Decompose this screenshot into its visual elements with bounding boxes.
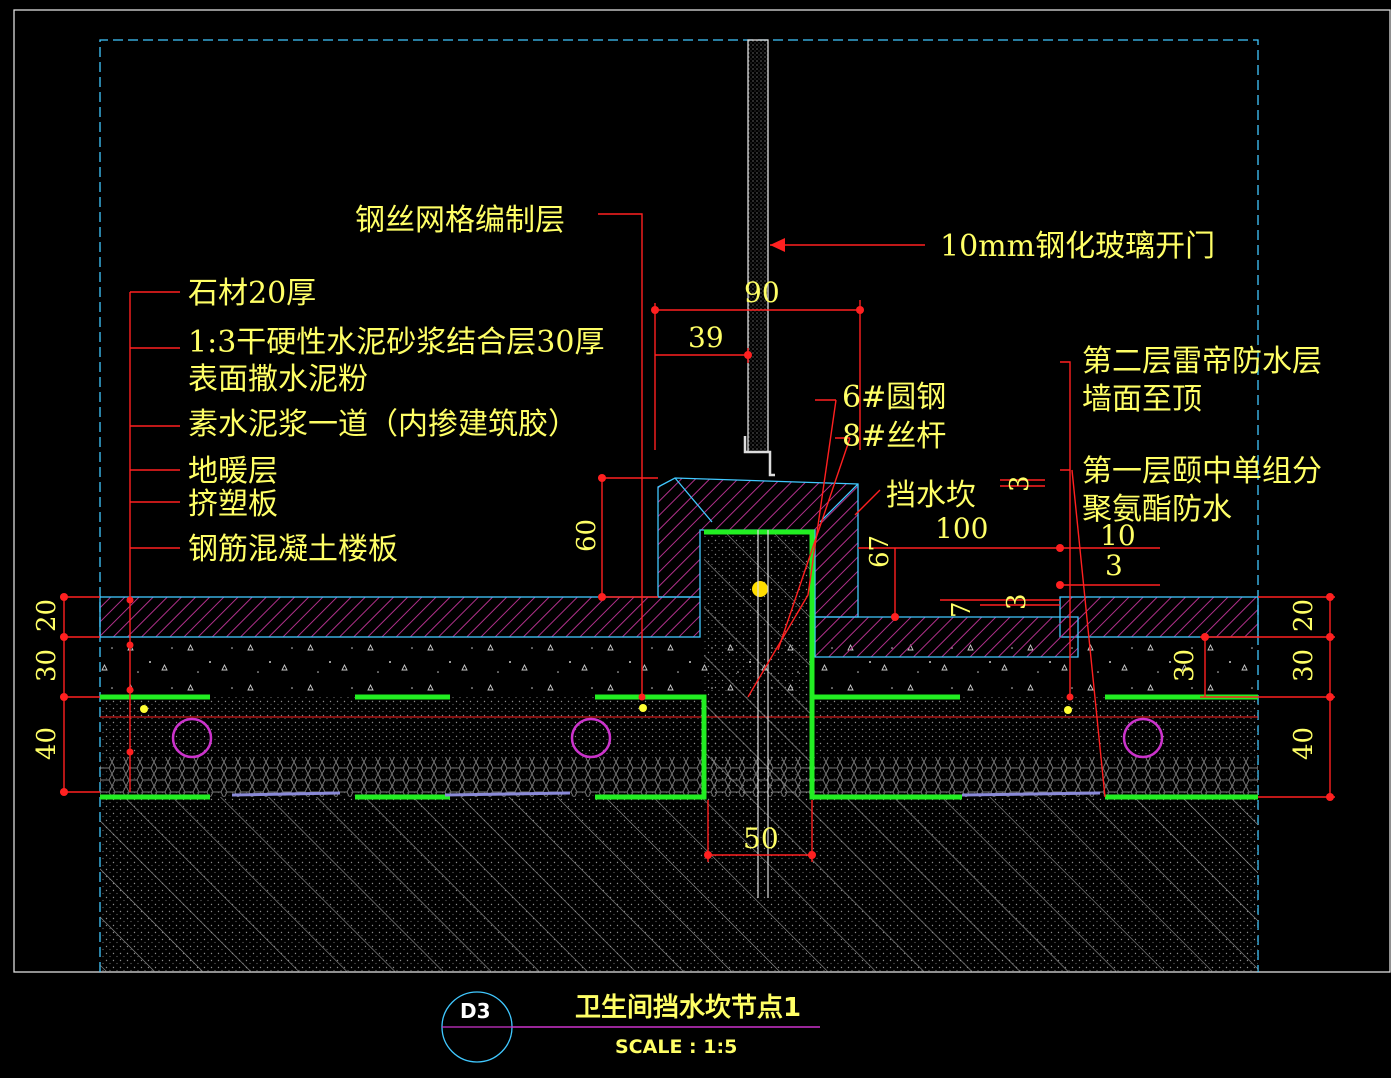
title-badge: D3 xyxy=(460,999,491,1023)
dim-right-40: 40 xyxy=(1289,727,1319,760)
label-stone: 石材20厚 xyxy=(188,276,316,311)
section-boundary xyxy=(99,39,1259,972)
drawing-scale: SCALE : 1:5 xyxy=(615,1036,737,1058)
dim-3b: 3 xyxy=(1005,475,1035,492)
callouts: 钢丝网格编制层 10mm钢化玻璃开门 石材20厚 1:3干硬性水泥砂浆结合层30… xyxy=(188,203,1322,567)
label-steel-mesh: 钢丝网格编制层 xyxy=(355,203,565,238)
dim-left-40: 40 xyxy=(32,727,62,760)
label-glass-door: 10mm钢化玻璃开门 xyxy=(940,229,1215,264)
dim-30-right: 30 xyxy=(1170,649,1200,682)
label-water-stop: 挡水坎 xyxy=(886,478,976,513)
label-cement-powder: 表面撒水泥粉 xyxy=(188,362,368,397)
label-waterproof-1-line2: 聚氨酯防水 xyxy=(1082,492,1232,527)
dim-60: 60 xyxy=(572,519,602,552)
label-waterproof-1-line1: 第一层颐中单组分 xyxy=(1082,454,1322,489)
dimension-text: 90 39 60 67 100 10 3 3 3 7 30 50 20 30 4… xyxy=(32,276,1319,855)
dim-10: 10 xyxy=(1100,519,1136,552)
title-block: D3 卫生间挡水坎节点1 SCALE : 1:5 xyxy=(441,991,820,1063)
glass-door xyxy=(743,39,775,477)
label-waterproof-2-line1: 第二层雷帝防水层 xyxy=(1082,344,1322,379)
leader-lines xyxy=(129,213,1106,798)
mortar-layer xyxy=(100,637,1258,697)
label-cement-slurry: 素水泥浆一道（内掺建筑胶） xyxy=(188,407,578,442)
label-waterproof-2-line2: 墙面至顶 xyxy=(1082,382,1202,417)
label-round-steel: 6#圆钢 xyxy=(842,380,946,415)
rc-slab xyxy=(100,797,1258,972)
drawing-title: 卫生间挡水坎节点1 xyxy=(575,992,801,1023)
dim-left-30: 30 xyxy=(32,649,62,682)
label-rc-slab: 钢筋混凝土楼板 xyxy=(188,532,398,567)
dim-7: 7 xyxy=(947,601,977,618)
dim-67: 67 xyxy=(865,535,895,568)
label-mortar: 1:3干硬性水泥砂浆结合层30厚 xyxy=(188,325,604,360)
dim-90: 90 xyxy=(744,276,780,309)
round-steel-dot xyxy=(752,581,768,597)
dim-3c: 3 xyxy=(1002,593,1032,610)
dim-left-20: 20 xyxy=(32,599,62,632)
dim-50: 50 xyxy=(743,822,779,855)
heating-layer xyxy=(100,697,1258,757)
label-threaded-rod: 8#丝杆 xyxy=(842,419,946,454)
dimension-lines xyxy=(60,300,1335,862)
label-xps-board: 挤塑板 xyxy=(188,487,278,522)
dim-right-20: 20 xyxy=(1289,599,1319,632)
dim-3a: 3 xyxy=(1105,549,1123,582)
heating-pipes xyxy=(140,581,1164,759)
stone-layer xyxy=(99,596,1259,658)
dim-right-30: 30 xyxy=(1289,649,1319,682)
dim-100: 100 xyxy=(935,512,988,545)
xps-layer xyxy=(100,757,1258,797)
dim-39: 39 xyxy=(688,321,724,354)
label-floor-heating: 地暖层 xyxy=(188,454,278,489)
